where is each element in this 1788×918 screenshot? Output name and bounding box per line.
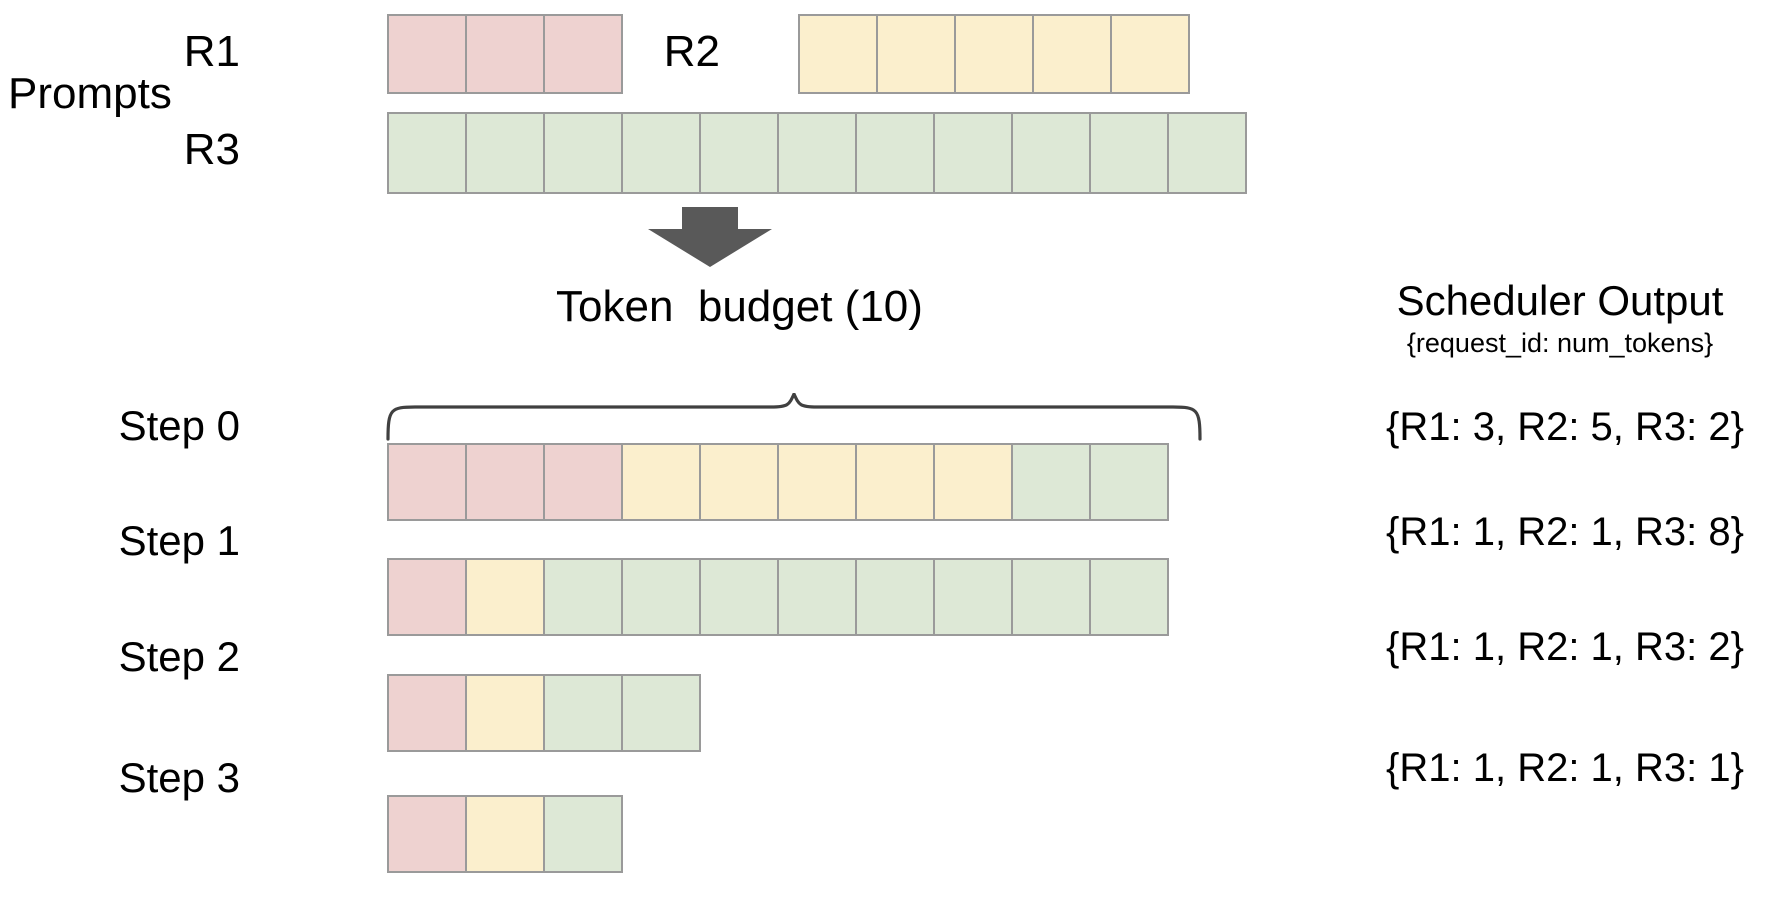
step-row-0	[387, 443, 1169, 521]
token-cell-step2-r3-0	[543, 674, 623, 752]
token-cell-step1-r3-6	[1011, 558, 1091, 636]
token-cell-step2-r2-0	[465, 674, 545, 752]
token-cell-step1-r1-0	[387, 558, 467, 636]
step-label-0: Step 0	[118, 402, 240, 449]
token-cell-step0-r2-3	[855, 443, 935, 521]
token-budget-label: Token budget (10)	[556, 282, 923, 331]
token-cell-step1-r3-3	[777, 558, 857, 636]
scheduler-output-title: Scheduler Output	[1396, 277, 1724, 324]
token-cell-r3-3	[621, 112, 701, 194]
token-cell-r3-0	[387, 112, 467, 194]
step-row-3	[387, 795, 623, 873]
token-cell-step1-r3-1	[621, 558, 701, 636]
token-cell-step0-r1-2	[543, 443, 623, 521]
token-cell-step3-r2-0	[465, 795, 545, 873]
token-cell-r2-3	[1032, 14, 1112, 94]
step-output-0: {R1: 3, R2: 5, R3: 2}	[1386, 405, 1744, 449]
token-cell-step0-r3-0	[1011, 443, 1091, 521]
prompt-row-r1	[387, 14, 623, 94]
token-cell-r3-6	[855, 112, 935, 194]
token-cell-r2-1	[876, 14, 956, 94]
token-cell-r3-1	[465, 112, 545, 194]
token-cell-r3-2	[543, 112, 623, 194]
token-cell-r3-8	[1011, 112, 1091, 194]
token-cell-step1-r2-0	[465, 558, 545, 636]
step-output-1: {R1: 1, R2: 1, R3: 8}	[1386, 510, 1744, 554]
down-arrow-icon	[640, 207, 780, 267]
token-cell-step0-r2-1	[699, 443, 779, 521]
step-label-3: Step 3	[118, 754, 240, 801]
token-cell-step1-r3-4	[855, 558, 935, 636]
token-cell-r3-9	[1089, 112, 1169, 194]
prompt-row-r3	[387, 112, 1247, 194]
prompt-label-r3: R3	[183, 125, 240, 174]
token-cell-step0-r2-0	[621, 443, 701, 521]
prompt-label-r1: R1	[183, 27, 240, 76]
step-row-1	[387, 558, 1169, 636]
token-cell-step1-r3-5	[933, 558, 1013, 636]
token-cell-step1-r3-2	[699, 558, 779, 636]
token-cell-step2-r1-0	[387, 674, 467, 752]
prompts-section-label: Prompts	[8, 69, 172, 118]
token-cell-step3-r3-0	[543, 795, 623, 873]
token-cell-r2-2	[954, 14, 1034, 94]
token-cell-r1-1	[465, 14, 545, 94]
curly-brace-icon	[385, 390, 1203, 441]
token-cell-r1-0	[387, 14, 467, 94]
step-label-2: Step 2	[118, 633, 240, 680]
scheduler-output-subtitle: {request_id: num_tokens}	[1406, 328, 1714, 358]
token-cell-step2-r3-1	[621, 674, 701, 752]
token-cell-step0-r1-1	[465, 443, 545, 521]
token-cell-step0-r3-1	[1089, 443, 1169, 521]
token-cell-step1-r3-7	[1089, 558, 1169, 636]
token-cell-r3-10	[1167, 112, 1247, 194]
token-cell-r1-2	[543, 14, 623, 94]
token-cell-step0-r2-4	[933, 443, 1013, 521]
token-cell-step1-r3-0	[543, 558, 623, 636]
token-cell-step0-r2-2	[777, 443, 857, 521]
token-cell-r3-7	[933, 112, 1013, 194]
prompt-row-r2	[798, 14, 1190, 94]
step-output-3: {R1: 1, R2: 1, R3: 1}	[1386, 746, 1744, 790]
token-cell-r2-0	[798, 14, 878, 94]
step-row-2	[387, 674, 701, 752]
token-cell-step0-r1-0	[387, 443, 467, 521]
token-cell-r3-5	[777, 112, 857, 194]
prompt-label-r2: R2	[663, 27, 720, 76]
step-output-2: {R1: 1, R2: 1, R3: 2}	[1386, 625, 1744, 669]
token-cell-r3-4	[699, 112, 779, 194]
step-label-1: Step 1	[118, 517, 240, 564]
token-cell-step3-r1-0	[387, 795, 467, 873]
token-cell-r2-4	[1110, 14, 1190, 94]
